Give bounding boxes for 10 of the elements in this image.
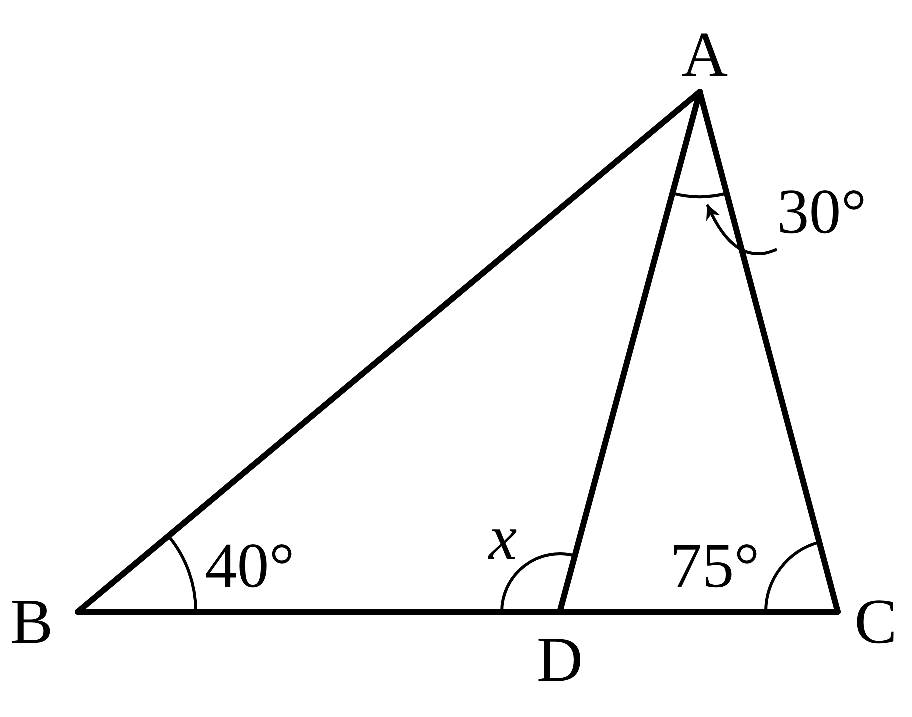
vertex-label: D: [536, 628, 584, 692]
angle-label: 30°: [777, 180, 867, 244]
vertex-label: C: [854, 590, 898, 654]
angle-label: x: [488, 506, 518, 570]
angle-label: 40°: [205, 534, 295, 598]
vertex-label: B: [10, 590, 54, 654]
angle-label: 75°: [670, 534, 760, 598]
angle-arc: [672, 192, 728, 198]
leader-arrow: [706, 204, 778, 256]
vertex-label: A: [682, 23, 728, 87]
